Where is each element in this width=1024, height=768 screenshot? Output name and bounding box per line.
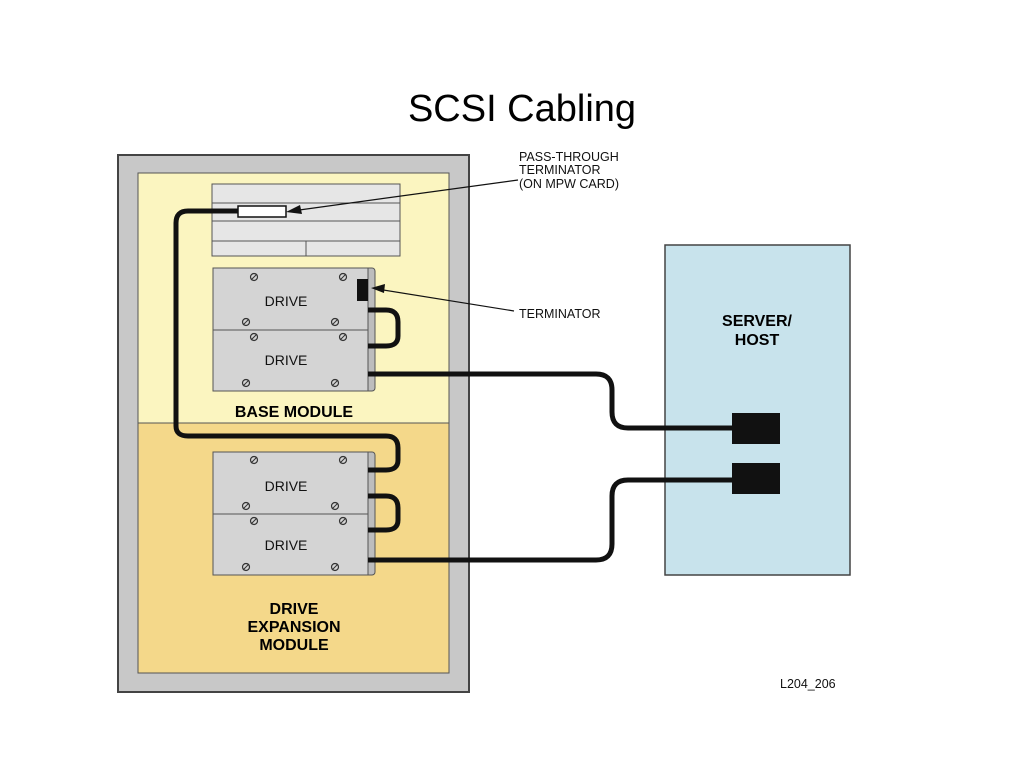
server-host <box>664 244 851 576</box>
drive-terminator <box>357 279 368 301</box>
slide-title: SCSI Cabling <box>407 88 637 130</box>
drive-label: DRIVE <box>265 293 308 309</box>
expansion-module-label: MODULE <box>259 637 329 654</box>
scsi-cable <box>368 371 732 431</box>
arrowhead <box>371 284 385 293</box>
scsi-cables <box>173 208 732 563</box>
server-host-label: HOST <box>735 332 780 349</box>
drive-unit <box>212 267 376 392</box>
scsi-cable <box>368 493 401 533</box>
expansion-module-label: EXPANSION <box>247 619 340 636</box>
scsi-cable <box>368 477 732 563</box>
mpw-card <box>211 183 401 257</box>
server-port <box>732 413 780 444</box>
scsi-cable <box>173 208 401 473</box>
server-host-label: SERVER/ <box>722 313 793 330</box>
drive-label: DRIVE <box>265 478 308 494</box>
base-module-label: BASE MODULE <box>235 404 354 421</box>
callout-leaders <box>291 179 519 312</box>
pass-through-terminator <box>237 205 287 218</box>
terminator-label: TERMINATOR <box>519 307 600 321</box>
pass-through-label: TERMINATOR <box>519 163 600 177</box>
drive-unit <box>212 451 376 576</box>
drive-label: DRIVE <box>265 352 308 368</box>
figure-id: L204_206 <box>780 677 836 691</box>
pass-through-label: PASS-THROUGH <box>519 150 619 164</box>
pass-through-label: (ON MPW CARD) <box>519 177 619 191</box>
server-port <box>732 463 780 494</box>
drive-screws <box>241 272 348 572</box>
scsi-cable <box>368 307 401 349</box>
arrowhead <box>286 205 302 214</box>
drive-label: DRIVE <box>265 537 308 553</box>
expansion-module-label: DRIVE <box>270 601 319 618</box>
